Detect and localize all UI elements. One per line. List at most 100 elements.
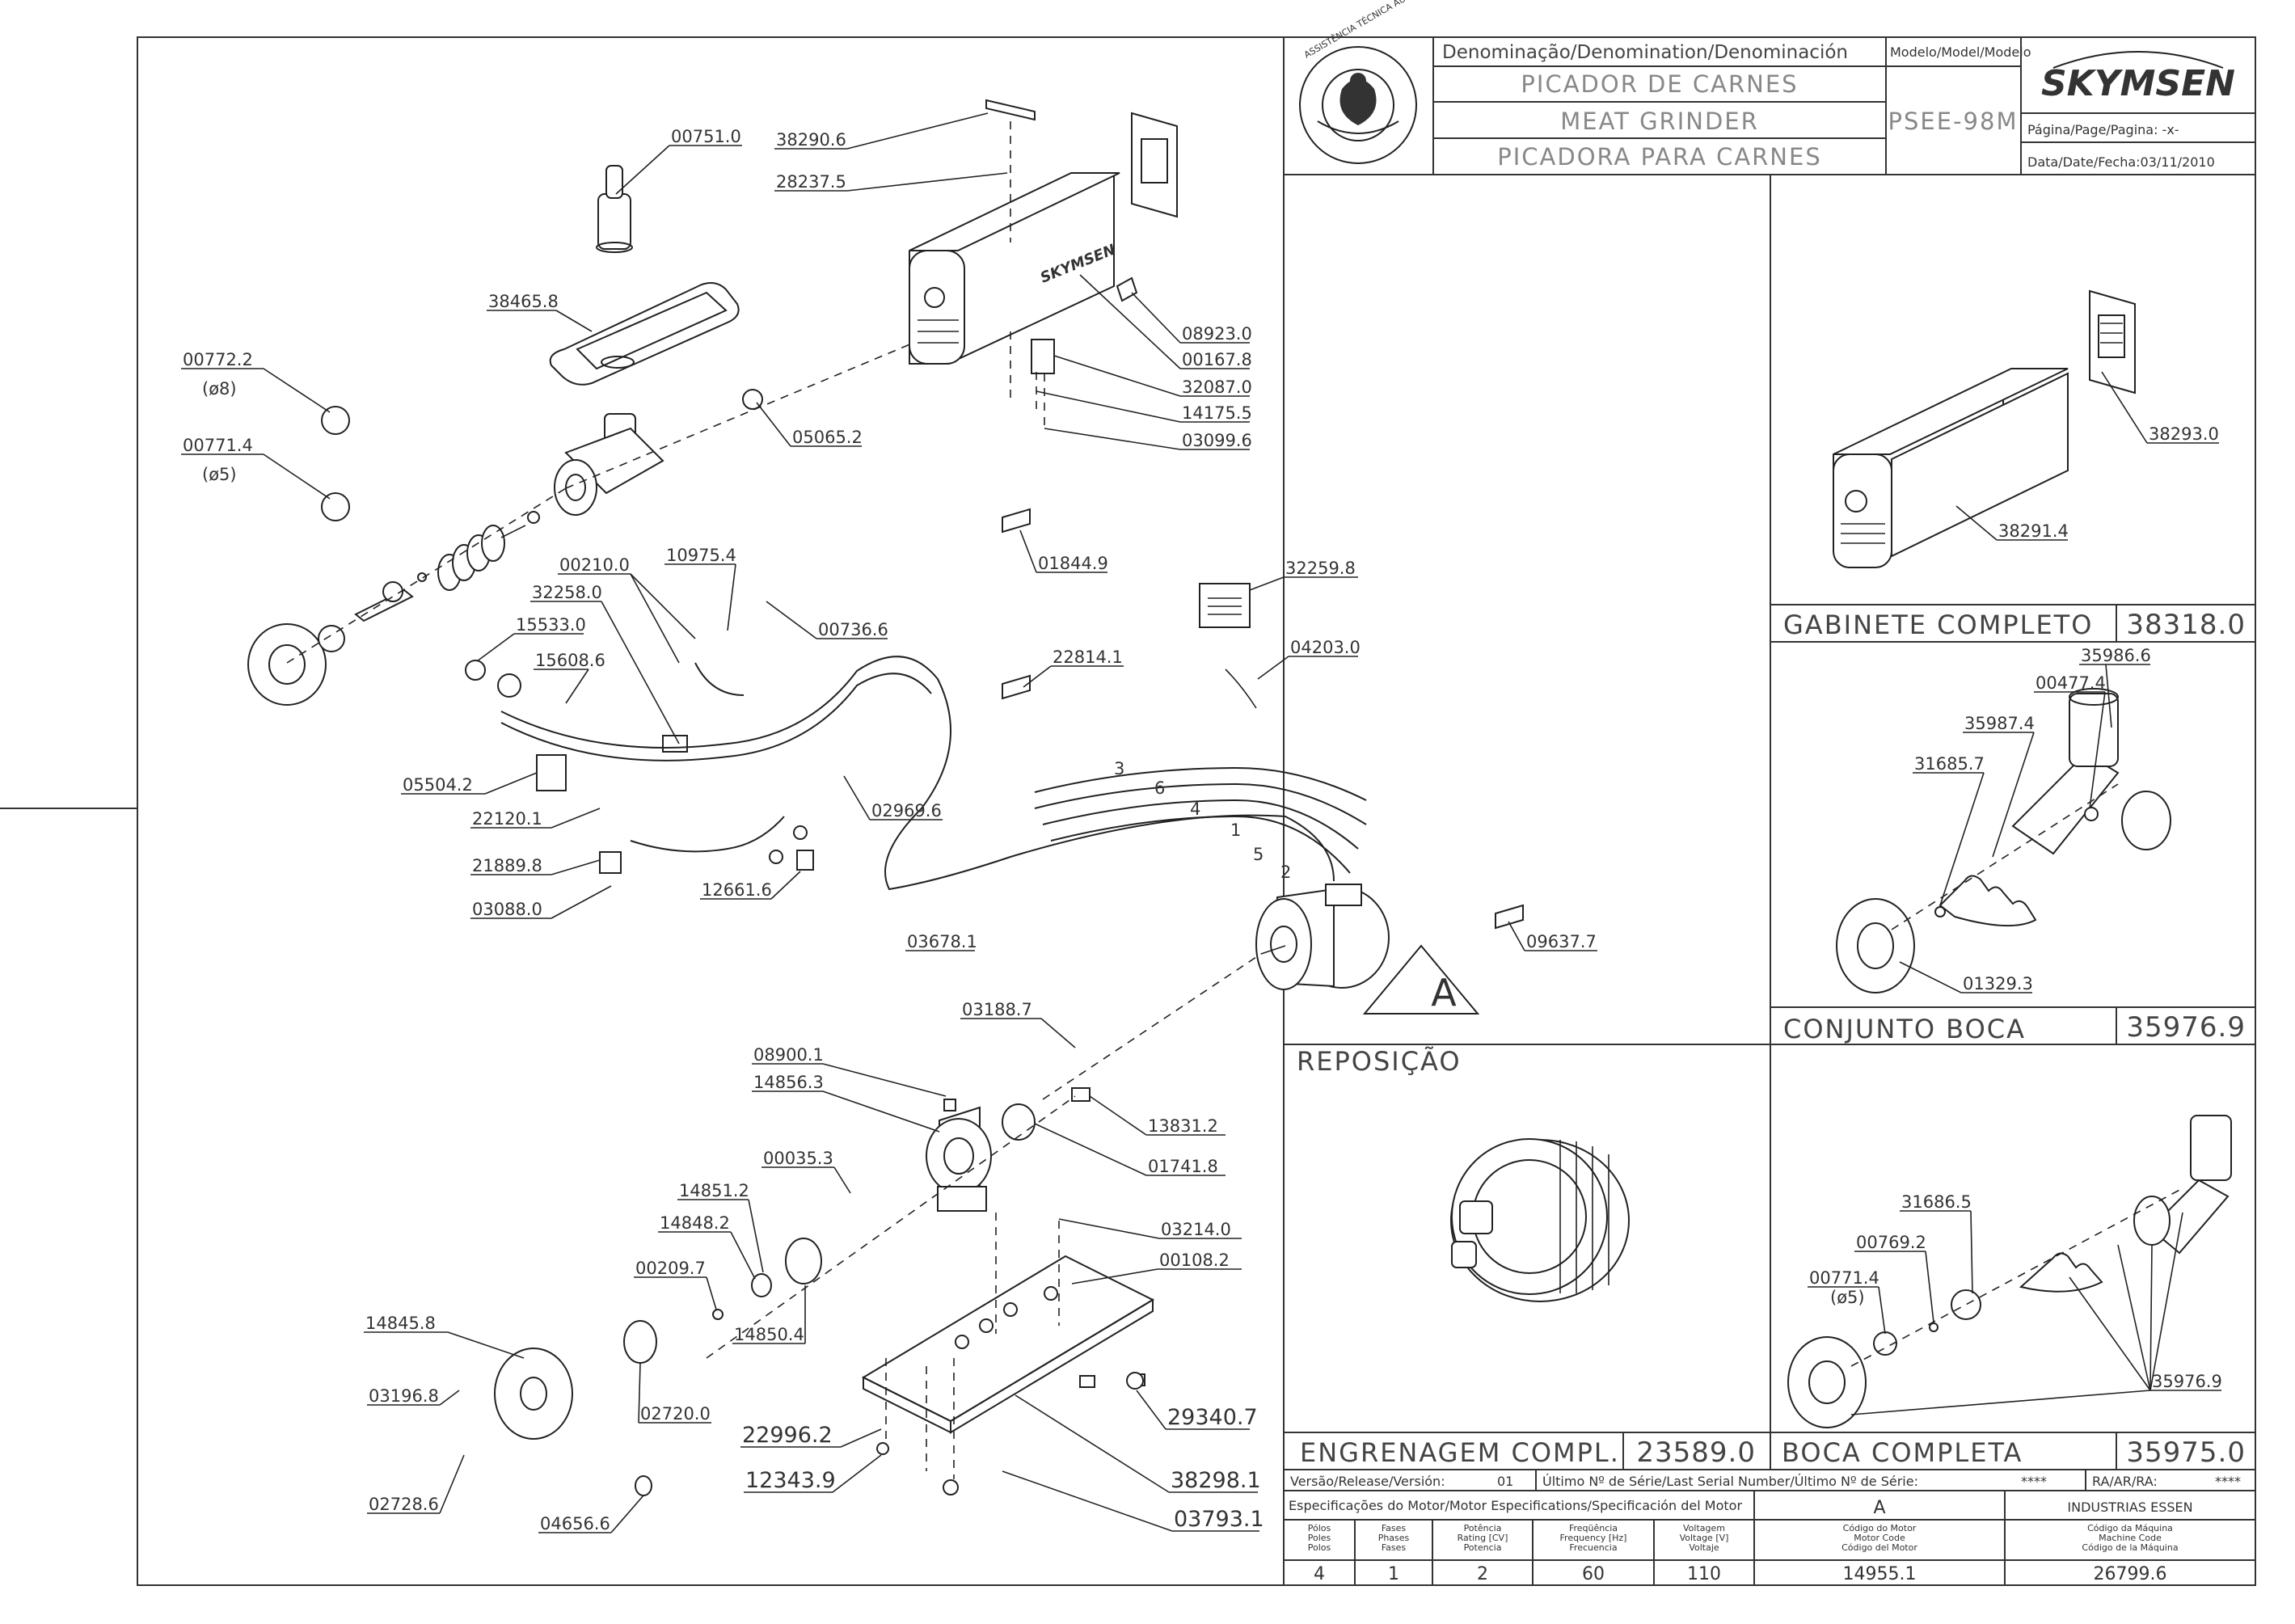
wire-3: 3 [1114, 759, 1124, 778]
label-38465: 38465.8 [488, 292, 559, 311]
label-22814: 22814.1 [1053, 647, 1123, 667]
label-38290: 38290.6 [776, 130, 846, 150]
plug-04656 [635, 1475, 652, 1496]
motor-spec-columns: PólosPolesPolos4FasesPhasesFases1Potênci… [1308, 1523, 2179, 1584]
name-en: MEAT GRINDER [1560, 108, 1759, 135]
plate-8mm [321, 406, 350, 435]
label-14850: 14850.4 [734, 1325, 804, 1344]
label-35987: 35987.4 [1964, 714, 2035, 733]
label-14848: 14848.2 [660, 1213, 730, 1233]
sticker-22814 [1002, 674, 1031, 700]
motor-spec-header-cell: Voltage [V] [1680, 1533, 1729, 1543]
mouth-full-title: BOCA COMPLETA [1782, 1437, 2023, 1468]
mouth-full-code: 35975.0 [2126, 1436, 2246, 1469]
mouth-set-title: CONJUNTO BOCA [1783, 1014, 2026, 1044]
label-00769: 00769.2 [1856, 1233, 1926, 1252]
label-35976-b: 35976.9 [2152, 1372, 2222, 1391]
foot-12343 [943, 1479, 959, 1495]
motor-spec-header-cell: Poles [1308, 1533, 1331, 1543]
label-03188: 03188.7 [962, 1000, 1032, 1019]
motor-spec-value-cell: 110 [1687, 1564, 1721, 1584]
label-00477: 00477.4 [2036, 673, 2106, 693]
label-14845: 14845.8 [365, 1314, 436, 1333]
motor-marker-triangle [1362, 944, 1480, 1014]
worm-screw-part [437, 511, 540, 591]
version-value: 01 [1497, 1474, 1513, 1489]
ra-value: **** [2215, 1474, 2241, 1489]
replacement-title: REPOSIÇÃO [1297, 1046, 1462, 1077]
tray-part [549, 282, 740, 386]
spec-table-grid [1283, 1469, 2256, 1586]
motor-spec-header-cell: Motor Code [1854, 1533, 1905, 1543]
label-03196: 03196.8 [369, 1386, 439, 1406]
gear-code: 23589.0 [1636, 1436, 1756, 1469]
label-31685: 31685.7 [1914, 754, 1985, 774]
label-29340: 29340.7 [1167, 1405, 1258, 1430]
model-header: Modelo/Model/Modelo [1890, 44, 2031, 60]
motor-spec-header-cell: Machine Code [2099, 1533, 2162, 1543]
label-09637: 09637.7 [1526, 932, 1597, 951]
label-03099: 03099.6 [1182, 431, 1252, 450]
label-21889: 21889.8 [472, 856, 542, 875]
label-32259: 32259.8 [1285, 559, 1356, 578]
drawing-frame [137, 36, 2256, 1586]
cabinet-panel-title: GABINETE COMPLETO [1783, 610, 2093, 640]
mouth-body-part [554, 413, 664, 516]
plate-5mm [321, 492, 350, 521]
wire-2: 2 [1280, 863, 1291, 882]
label-00772: 00772.2 [183, 350, 253, 369]
motor-spec-header-cell: Potencia [1464, 1542, 1502, 1553]
motor-spec-header-cell: Freqüência [1569, 1523, 1618, 1533]
gear-14850 [785, 1238, 822, 1284]
pusher-part [596, 165, 633, 253]
motor-spec-header-cell: Potência [1464, 1523, 1502, 1533]
gear-02720 [623, 1320, 657, 1364]
label-15608: 15608.6 [535, 651, 605, 670]
washer-00209 [712, 1309, 724, 1320]
wire-6: 6 [1154, 778, 1165, 798]
sticker-01844 [1002, 508, 1031, 534]
motor-spec-header: Especificações do Motor/Motor Especifica… [1289, 1498, 1742, 1513]
motor-spec-header-cell: Rating [CV] [1458, 1533, 1508, 1543]
plate-small [382, 581, 403, 602]
title-block: ASSISTÊNCIA TÉCNICA AUTORIZADA Denominaç… [1283, 0, 2256, 175]
label-00771-b-dia: (ø5) [1830, 1288, 1865, 1307]
seal-ring-part [1002, 1103, 1036, 1141]
label-14851: 14851.2 [679, 1181, 749, 1200]
label-03214: 03214.0 [1161, 1220, 1231, 1239]
label-12343: 12343.9 [745, 1468, 836, 1493]
motor-spec-header-cell: Código do Motor [1843, 1523, 1917, 1533]
label-02728: 02728.6 [369, 1495, 439, 1514]
pin-part [417, 572, 427, 582]
label-00167: 00167.8 [1182, 350, 1252, 369]
label-02720: 02720.0 [640, 1404, 711, 1424]
panels-grid [1283, 175, 2256, 1585]
label-00751: 00751.0 [671, 127, 741, 146]
label-00035: 00035.3 [763, 1149, 833, 1168]
label-03678: 03678.1 [907, 932, 977, 951]
wire-5: 5 [1253, 845, 1264, 864]
motor-spec-value-cell: 2 [1477, 1564, 1488, 1584]
label-22996: 22996.2 [742, 1423, 833, 1448]
label-00772-dia: (ø8) [202, 379, 237, 399]
serial-value: **** [2021, 1474, 2047, 1489]
label-38293: 38293.0 [2149, 424, 2219, 444]
label-12661: 12661.6 [702, 880, 772, 900]
date-label: Data/Date/Fecha:03/11/2010 [2027, 154, 2215, 170]
sticker-32259 [1199, 583, 1251, 628]
switch-part [497, 673, 521, 698]
motor-spec-header-cell: Phases [1378, 1533, 1410, 1543]
label-28237: 28237.5 [776, 172, 846, 192]
wire-4: 4 [1190, 799, 1200, 819]
label-00209: 00209.7 [635, 1259, 706, 1278]
page-label: Página/Page/Pagina: -x- [2027, 122, 2179, 137]
motor-spec-header-cell: Frequency [Hz] [1560, 1533, 1627, 1543]
replacement-gear-drawing [1450, 1138, 1630, 1302]
motor-spec-value-cell: 14955.1 [1843, 1564, 1917, 1584]
label-08923: 08923.0 [1182, 324, 1252, 344]
motor-spec-header-cell: Código de la Máquina [2082, 1542, 2178, 1553]
label-00108: 00108.2 [1159, 1251, 1230, 1270]
ra-label: RA/AR/RA: [2092, 1474, 2158, 1489]
foot-29340 [1126, 1372, 1144, 1390]
label-00736: 00736.6 [818, 620, 888, 639]
